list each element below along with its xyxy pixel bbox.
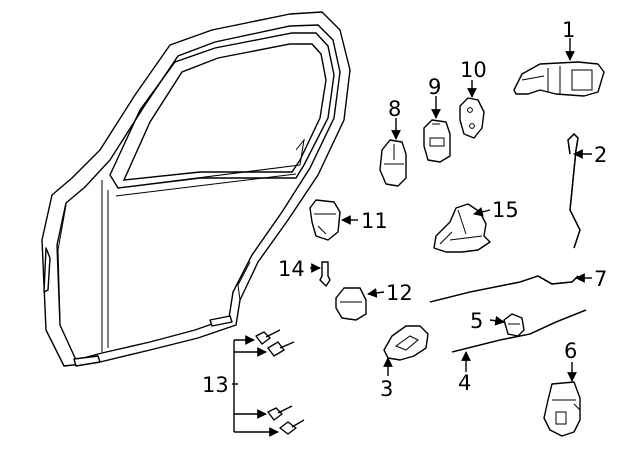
part-2-lock-rod <box>567 133 581 249</box>
callout-10: 10 <box>460 58 487 82</box>
callout-8: 8 <box>388 97 401 121</box>
part-3-inside-handle <box>383 325 429 361</box>
bolt-2 <box>267 341 295 357</box>
part-6-latch <box>543 381 581 437</box>
part-1-outside-handle <box>513 61 605 97</box>
callout-3: 3 <box>380 377 393 401</box>
callout-12: 12 <box>386 281 413 305</box>
bolt-3 <box>267 405 293 421</box>
part-5-rod-clip <box>503 313 525 337</box>
callout-7: 7 <box>594 267 607 291</box>
callout-5: 5 <box>470 309 483 333</box>
part-12-guide <box>335 287 367 321</box>
rear-door-shell <box>41 11 351 367</box>
callout-14: 14 <box>278 257 305 281</box>
part-8-clip <box>379 139 407 187</box>
part-4-lock-rod <box>451 309 587 353</box>
part-10-bracket <box>459 97 485 139</box>
callout-15: 15 <box>492 198 519 222</box>
callout-2: 2 <box>594 143 607 167</box>
callout-11: 11 <box>361 209 388 233</box>
callout-9: 9 <box>428 75 441 99</box>
part-11-bumper <box>309 199 341 241</box>
callout-6: 6 <box>564 339 577 363</box>
part-13-bolts <box>255 329 305 435</box>
bolt-1 <box>255 329 281 345</box>
part-7-handle-rod <box>429 275 579 303</box>
callout-1: 1 <box>562 18 575 42</box>
bolt-4 <box>279 419 305 435</box>
part-14-pin <box>319 261 331 287</box>
callout-4: 4 <box>458 371 471 395</box>
part-9-latch-plate <box>423 119 451 163</box>
callout-13: 13 <box>202 373 229 397</box>
part-15-actuator <box>433 203 491 253</box>
callout-13-bracket <box>232 335 279 437</box>
